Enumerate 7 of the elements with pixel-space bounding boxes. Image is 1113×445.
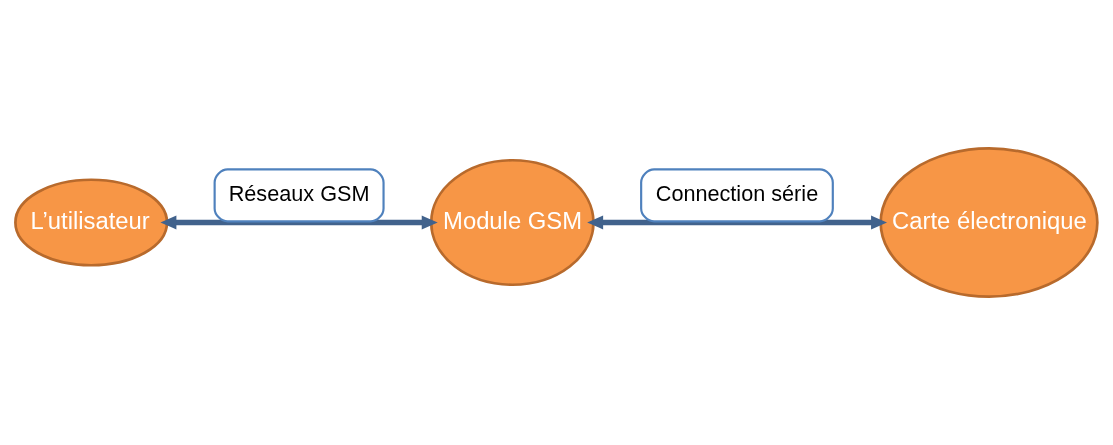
edge-label: Connection série: [655, 180, 819, 206]
arrow: [587, 215, 887, 230]
arrow: [160, 215, 438, 230]
edge-label: Réseaux GSM: [228, 180, 370, 206]
node-ellipse: L’utilisateur: [14, 178, 169, 267]
node-ellipse: Carte électronique: [879, 146, 1099, 299]
node-ellipse: Module GSM: [429, 158, 595, 287]
